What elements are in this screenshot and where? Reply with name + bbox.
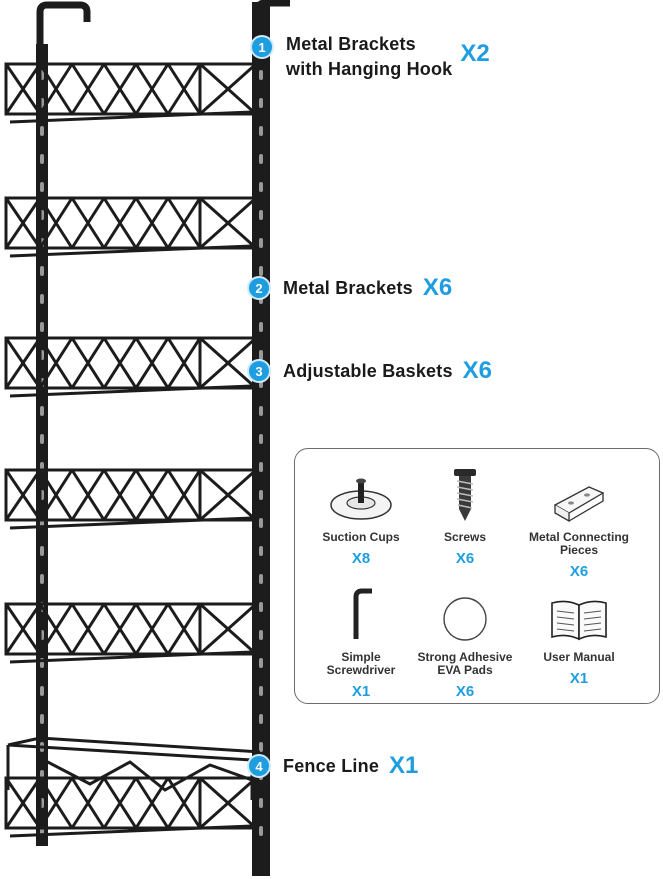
part-suction-cups: Suction Cups X8 — [301, 461, 421, 567]
upright-slot — [259, 98, 263, 108]
upright-slot — [40, 574, 44, 584]
upright-slot — [40, 154, 44, 164]
connecting-piece-icon — [519, 461, 639, 523]
left-hanging-hook — [36, 1, 91, 45]
part-name: Metal Connecting Pieces — [528, 530, 629, 557]
part-name: Strong Adhesive EVA Pads — [417, 650, 513, 677]
upright-slot — [259, 462, 263, 472]
upright-slot — [259, 490, 263, 500]
basket-wireframe — [4, 62, 258, 124]
upright-slot — [40, 686, 44, 696]
upright-slot — [259, 602, 263, 612]
upright-slot — [40, 434, 44, 444]
upright-slot — [40, 126, 44, 136]
upright-slot — [40, 182, 44, 192]
callout-number-badge: 4 — [249, 756, 269, 776]
callout-quantity: X1 — [389, 752, 419, 779]
part-quantity: X8 — [351, 550, 371, 567]
upright-slot — [40, 406, 44, 416]
callout-adjustable-baskets: 3 Adjustable Baskets X6 — [249, 357, 492, 385]
part-name: Screws — [443, 530, 487, 544]
left-upright — [36, 44, 48, 846]
callout-number-badge: 3 — [249, 361, 269, 381]
screw-icon — [405, 461, 525, 523]
basket — [4, 468, 258, 530]
basket — [4, 602, 258, 664]
basket-wireframe — [4, 196, 258, 258]
callout-number-badge: 1 — [252, 37, 272, 57]
upright-slot — [259, 350, 263, 360]
part-name: Simple Screwdriver — [326, 650, 396, 677]
basket — [4, 336, 258, 398]
door-rack-illustration — [4, 0, 290, 876]
part-quantity: X1 — [569, 670, 589, 687]
callout-metal-brackets: 2 Metal Brackets X6 — [249, 274, 452, 302]
upright-slot — [259, 406, 263, 416]
callout-quantity: X6 — [462, 357, 493, 384]
accessories-panel: Suction Cups X8 Screws X6 — [294, 448, 660, 704]
basket-wireframe — [4, 776, 258, 838]
upright-slot — [259, 434, 263, 444]
upright-slot — [259, 658, 263, 668]
suction-cup-icon — [301, 461, 421, 523]
upright-slot — [259, 630, 263, 640]
part-quantity: X1 — [351, 683, 371, 700]
upright-slot — [259, 266, 263, 276]
upright-slot — [40, 322, 44, 332]
upright-slot — [259, 70, 263, 80]
part-screws: Screws X6 — [405, 461, 525, 567]
part-metal-connecting-pieces: Metal Connecting Pieces X6 — [519, 461, 639, 580]
part-quantity: X6 — [455, 550, 475, 567]
callout-quantity: X6 — [422, 274, 453, 301]
callout-metal-brackets-hook: 1 Metal Brackets with Hanging Hook X2 — [252, 32, 490, 82]
callout-label-line2: with Hanging Hook — [286, 59, 453, 79]
part-simple-screwdriver: Simple Screwdriver X1 — [301, 581, 421, 700]
callout-label: Fence Line — [283, 755, 380, 776]
basket-wireframe — [4, 468, 258, 530]
callout-number-badge: 2 — [249, 278, 269, 298]
part-user-manual: User Manual X1 — [519, 581, 639, 687]
part-adhesive-eva-pads: Strong Adhesive EVA Pads X6 — [405, 581, 525, 700]
basket — [4, 62, 258, 124]
upright-slot — [40, 294, 44, 304]
upright-slot — [259, 686, 263, 696]
callout-label: Adjustable Baskets — [283, 360, 453, 381]
upright-slot — [259, 210, 263, 220]
adhesive-pad-icon — [405, 581, 525, 643]
callout-quantity: X2 — [460, 40, 490, 67]
upright-slot — [40, 714, 44, 724]
part-quantity: X6 — [455, 683, 475, 700]
hex-key-icon — [301, 581, 421, 643]
upright-slot — [259, 182, 263, 192]
upright-slot — [40, 266, 44, 276]
upright-slot — [259, 126, 263, 136]
basket-wireframe — [4, 336, 258, 398]
basket — [4, 196, 258, 258]
upright-slot — [40, 546, 44, 556]
upright-slot — [259, 518, 263, 528]
upright-slot — [259, 826, 263, 836]
callout-label: Metal Brackets — [283, 277, 413, 298]
upright-slot — [259, 238, 263, 248]
basket — [4, 776, 258, 838]
upright-slot — [259, 546, 263, 556]
upright-slot — [259, 714, 263, 724]
callout-fence-line: 4 Fence Line X1 — [249, 752, 418, 780]
upright-slot — [259, 574, 263, 584]
part-name: Suction Cups — [322, 530, 400, 544]
upright-slot — [259, 322, 263, 332]
upright-slot — [259, 798, 263, 808]
book-icon — [519, 581, 639, 643]
callout-label-line1: Metal Brackets — [286, 34, 416, 54]
basket-wireframe — [4, 602, 258, 664]
part-quantity: X6 — [569, 563, 589, 580]
part-name: User Manual — [543, 650, 615, 664]
upright-slot — [259, 154, 263, 164]
callout-label: Metal Brackets with Hanging Hook — [286, 32, 452, 82]
upright-slot — [259, 742, 263, 752]
